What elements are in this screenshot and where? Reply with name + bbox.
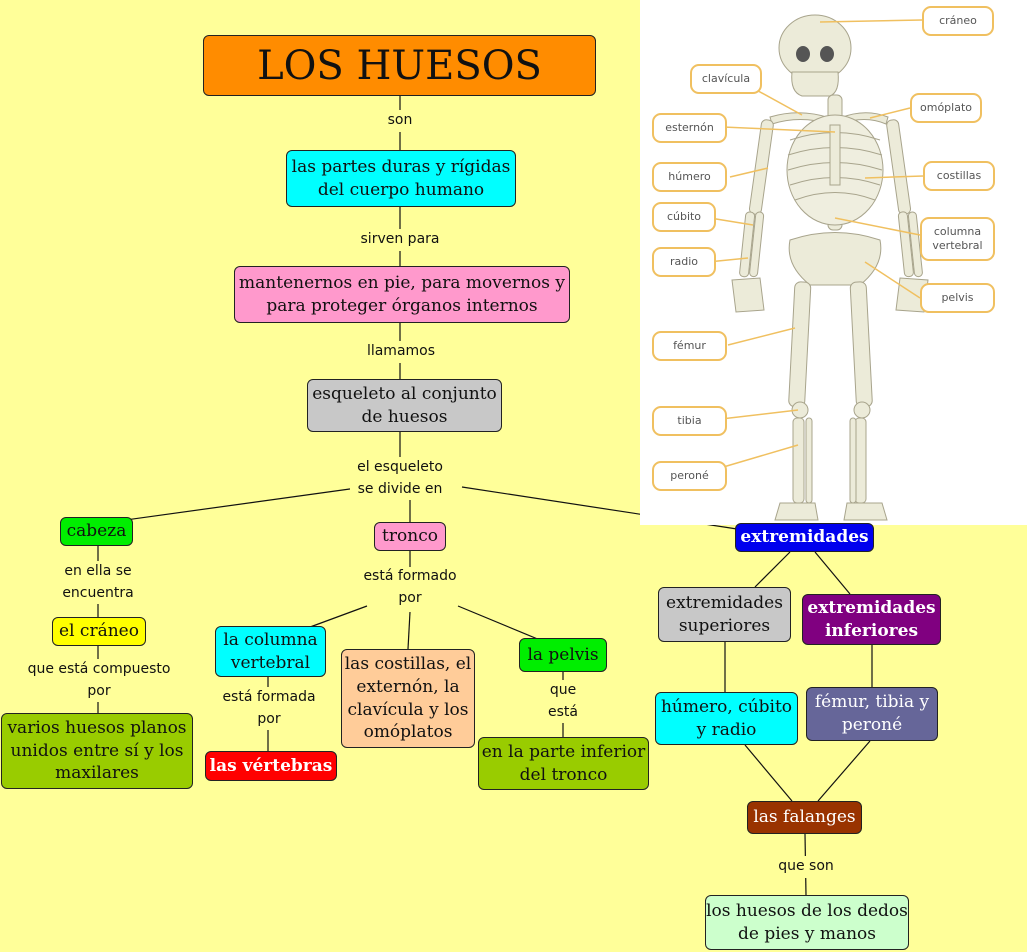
node-funcion[interactable]: mantenernos en pie, para movernos y para… — [234, 266, 570, 323]
skeleton-label-femur: fémur — [652, 331, 727, 361]
skeleton-label-esternon: esternón — [652, 113, 727, 143]
skeleton-label-costillas: costillas — [923, 161, 995, 191]
link-son: son — [380, 110, 420, 132]
node-esqueleto[interactable]: esqueleto al conjunto de huesos — [307, 379, 502, 432]
node-inferiores[interactable]: extremidades inferiores — [802, 594, 941, 645]
link-sirven: sirven para — [350, 229, 450, 251]
node-falanges[interactable]: las falanges — [747, 801, 862, 834]
node-inferior-tronco[interactable]: en la parte inferior del tronco — [478, 737, 649, 790]
node-tronco[interactable]: tronco — [374, 522, 446, 551]
node-pelvis[interactable]: la pelvis — [519, 638, 607, 672]
skeleton-label-columna: columna vertebral — [920, 217, 995, 261]
skeleton-label-radio: radio — [652, 247, 716, 277]
node-craneo[interactable]: el cráneo — [52, 617, 146, 646]
skeleton-label-craneo: cráneo — [922, 6, 994, 36]
node-superiores[interactable]: extremidades superiores — [658, 587, 791, 642]
link-que-esta: que está — [540, 680, 586, 724]
page-title: LOS HUESOS — [203, 35, 596, 96]
node-planos[interactable]: varios huesos planos unidos entre sí y l… — [1, 713, 193, 789]
node-femur[interactable]: fémur, tibia y peroné — [806, 687, 938, 741]
skeleton-label-tibia: tibia — [652, 406, 727, 436]
link-compuesto: que está compuesto por — [20, 659, 178, 703]
skeleton-figure — [703, 14, 929, 521]
skeleton-label-clavicula: clavícula — [690, 64, 762, 94]
skeleton-label-cubito: cúbito — [652, 202, 716, 232]
link-que-son: que son — [774, 856, 838, 878]
link-en-ella: en ella se encuentra — [58, 561, 138, 605]
skeleton-illustration: cráneo clavícula omóplato esternón húmer… — [640, 0, 1027, 525]
node-partes[interactable]: las partes duras y rígidas del cuerpo hu… — [286, 150, 516, 207]
skeleton-label-humero: húmero — [652, 162, 727, 192]
link-llamamos: llamamos — [363, 341, 439, 363]
node-columna[interactable]: la columna vertebral — [215, 626, 326, 677]
skeleton-label-pelvis: pelvis — [920, 283, 995, 313]
node-extremidades[interactable]: extremidades — [735, 523, 874, 552]
node-cabeza[interactable]: cabeza — [60, 517, 133, 546]
link-divide: el esqueleto se divide en — [350, 457, 450, 501]
node-vertebras[interactable]: las vértebras — [205, 751, 337, 781]
skeleton-label-omoplato: omóplato — [910, 93, 982, 123]
link-formado: está formado por — [363, 568, 457, 606]
node-costillas[interactable]: las costillas, el externón, la clavícula… — [341, 649, 475, 748]
node-dedos[interactable]: los huesos de los dedos de pies y manos — [705, 895, 909, 950]
node-humero[interactable]: húmero, cúbito y radio — [655, 692, 798, 745]
skeleton-label-perone: peroné — [652, 461, 727, 491]
link-formada: está formada por — [214, 687, 324, 731]
